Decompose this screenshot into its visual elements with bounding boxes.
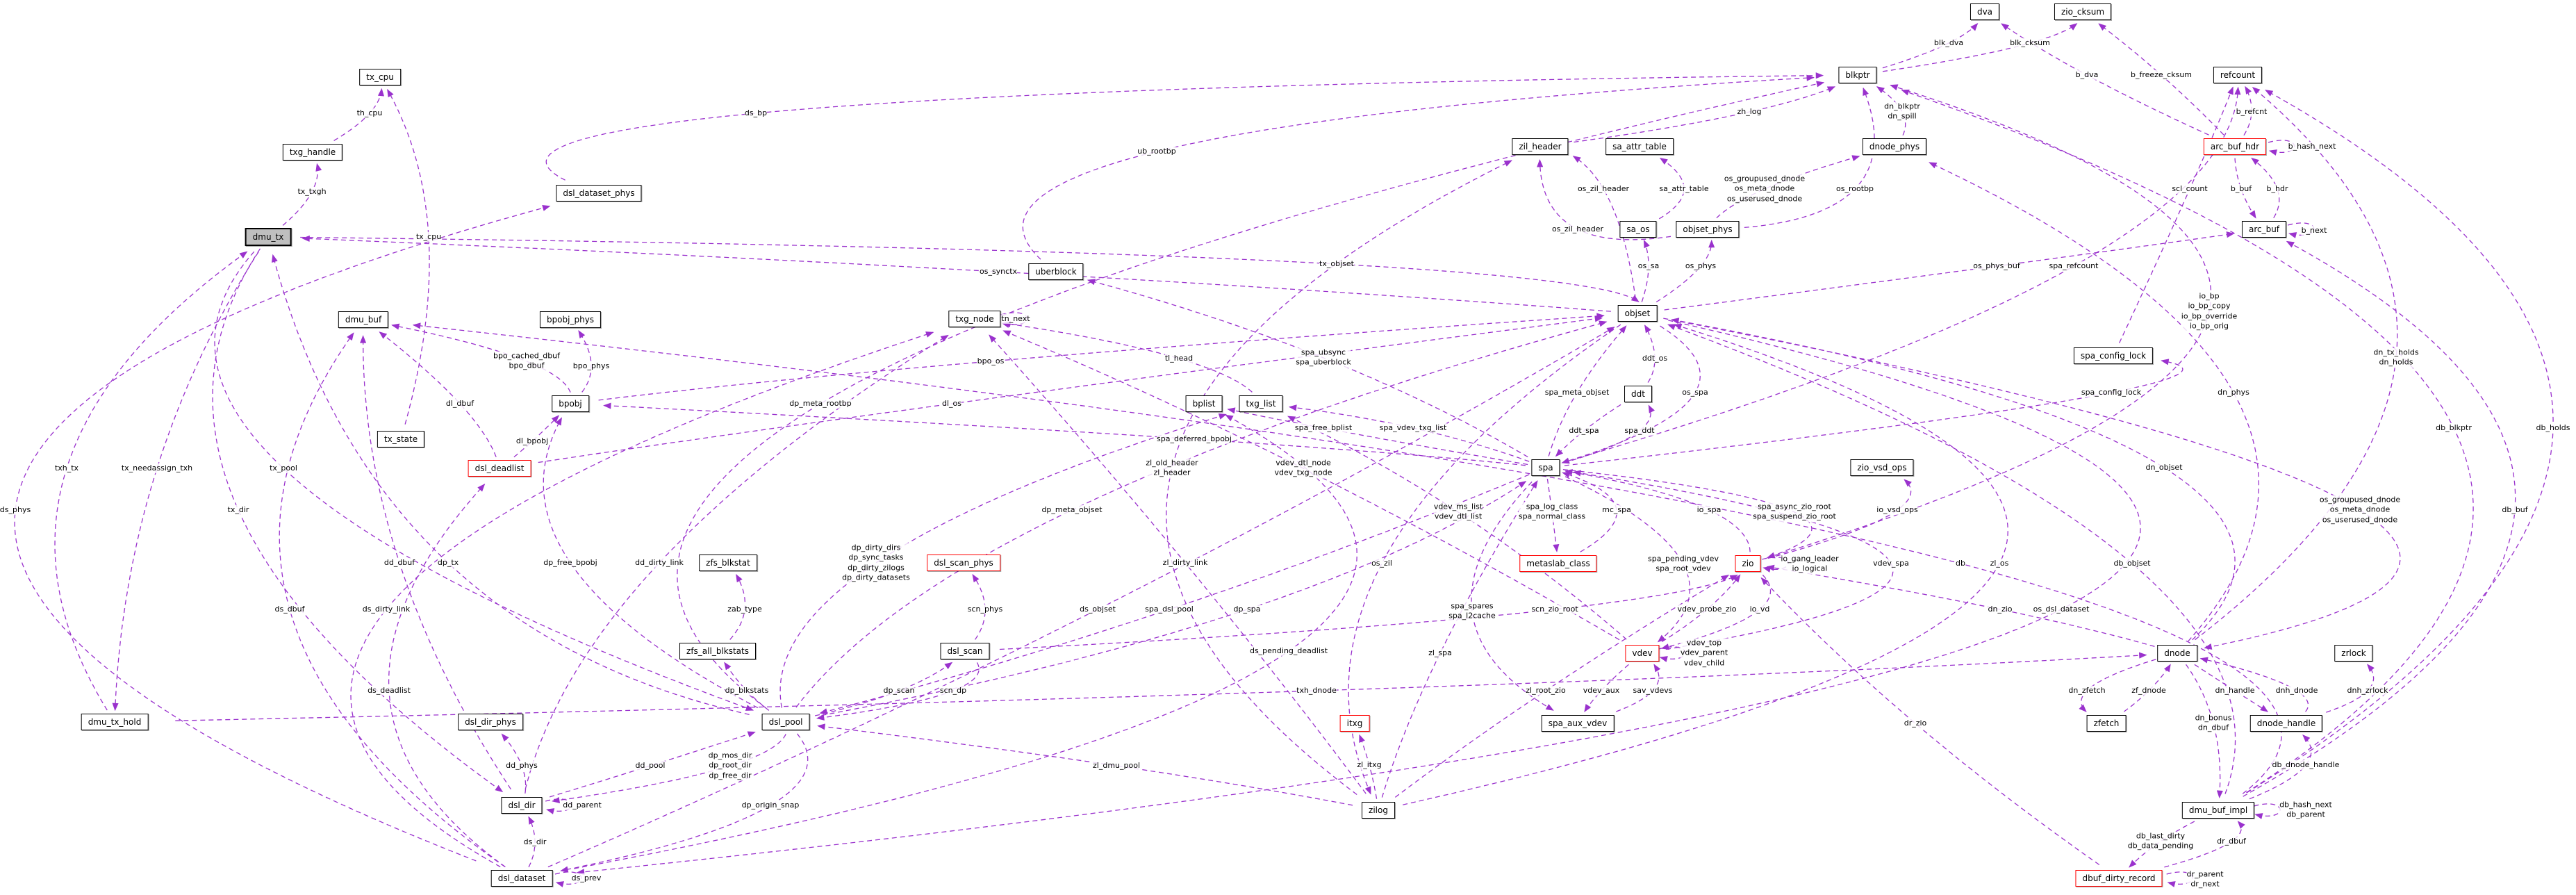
node-objset_phys[interactable]: objset_phys: [1676, 221, 1740, 238]
node-dsl_dir[interactable]: dsl_dir: [501, 797, 543, 814]
node-blkptr[interactable]: blkptr: [1838, 67, 1877, 83]
node-dmu_buf[interactable]: dmu_buf: [338, 311, 389, 328]
node-tx_state[interactable]: tx_state: [377, 431, 425, 448]
node-dnode_phys[interactable]: dnode_phys: [1862, 138, 1927, 155]
node-refcount[interactable]: refcount: [2213, 67, 2263, 83]
node-dsl_scan_phys[interactable]: dsl_scan_phys: [927, 555, 1000, 571]
node-zil_header[interactable]: zil_header: [1512, 138, 1569, 155]
node-bpobj[interactable]: bpobj: [552, 395, 589, 412]
node-itxg[interactable]: itxg: [1339, 715, 1370, 732]
node-dmu_tx[interactable]: dmu_tx: [245, 228, 292, 246]
node-tx_cpu[interactable]: tx_cpu: [359, 69, 401, 85]
node-bplist[interactable]: bplist: [1185, 395, 1223, 412]
node-txg_node[interactable]: txg_node: [948, 311, 1001, 327]
node-dsl_dir_phys[interactable]: dsl_dir_phys: [458, 714, 523, 730]
node-dsl_dataset_phys[interactable]: dsl_dataset_phys: [556, 185, 642, 202]
node-txg_handle[interactable]: txg_handle: [282, 144, 343, 161]
node-zfs_blkstat[interactable]: zfs_blkstat: [699, 555, 757, 571]
node-dsl_scan[interactable]: dsl_scan: [940, 643, 990, 659]
node-zio_vsd_ops[interactable]: zio_vsd_ops: [1850, 459, 1914, 476]
node-zfs_all_blkstats[interactable]: zfs_all_blkstats: [679, 643, 756, 659]
node-dmu_tx_hold[interactable]: dmu_tx_hold: [81, 714, 149, 730]
node-zilog[interactable]: zilog: [1362, 802, 1395, 819]
node-zio[interactable]: zio: [1735, 555, 1761, 572]
node-bpobj_phys[interactable]: bpobj_phys: [539, 311, 602, 328]
node-dnode[interactable]: dnode: [2157, 645, 2197, 662]
node-metaslab_class[interactable]: metaslab_class: [1519, 555, 1597, 572]
node-zfetch[interactable]: zfetch: [2086, 715, 2127, 732]
node-uberblock[interactable]: uberblock: [1028, 263, 1084, 280]
node-dsl_deadlist[interactable]: dsl_deadlist: [468, 460, 531, 477]
node-zio_cksum[interactable]: zio_cksum: [2054, 3, 2112, 20]
node-txg_list[interactable]: txg_list: [1239, 395, 1283, 412]
node-spa_aux_vdev[interactable]: spa_aux_vdev: [1541, 715, 1615, 732]
node-arc_buf_hdr[interactable]: arc_buf_hdr: [2203, 138, 2267, 155]
node-objset[interactable]: objset: [1617, 305, 1658, 322]
node-zrlock[interactable]: zrlock: [2334, 645, 2373, 662]
node-dmu_buf_impl[interactable]: dmu_buf_impl: [2181, 802, 2255, 819]
node-dsl_pool[interactable]: dsl_pool: [761, 714, 810, 730]
node-ddt[interactable]: ddt: [1624, 386, 1652, 402]
node-sa_os[interactable]: sa_os: [1619, 221, 1657, 238]
node-dsl_dataset[interactable]: dsl_dataset: [490, 870, 553, 887]
node-dva[interactable]: dva: [1970, 3, 2000, 20]
node-dnode_handle[interactable]: dnode_handle: [2249, 715, 2323, 732]
node-spa[interactable]: spa: [1531, 459, 1560, 476]
node-vdev[interactable]: vdev: [1625, 645, 1660, 662]
node-spa_config_lock[interactable]: spa_config_lock: [2073, 347, 2154, 364]
node-arc_buf[interactable]: arc_buf: [2241, 221, 2287, 238]
node-dbuf_dirty_record[interactable]: dbuf_dirty_record: [2075, 870, 2163, 887]
node-sa_attr_table[interactable]: sa_attr_table: [1605, 138, 1674, 155]
